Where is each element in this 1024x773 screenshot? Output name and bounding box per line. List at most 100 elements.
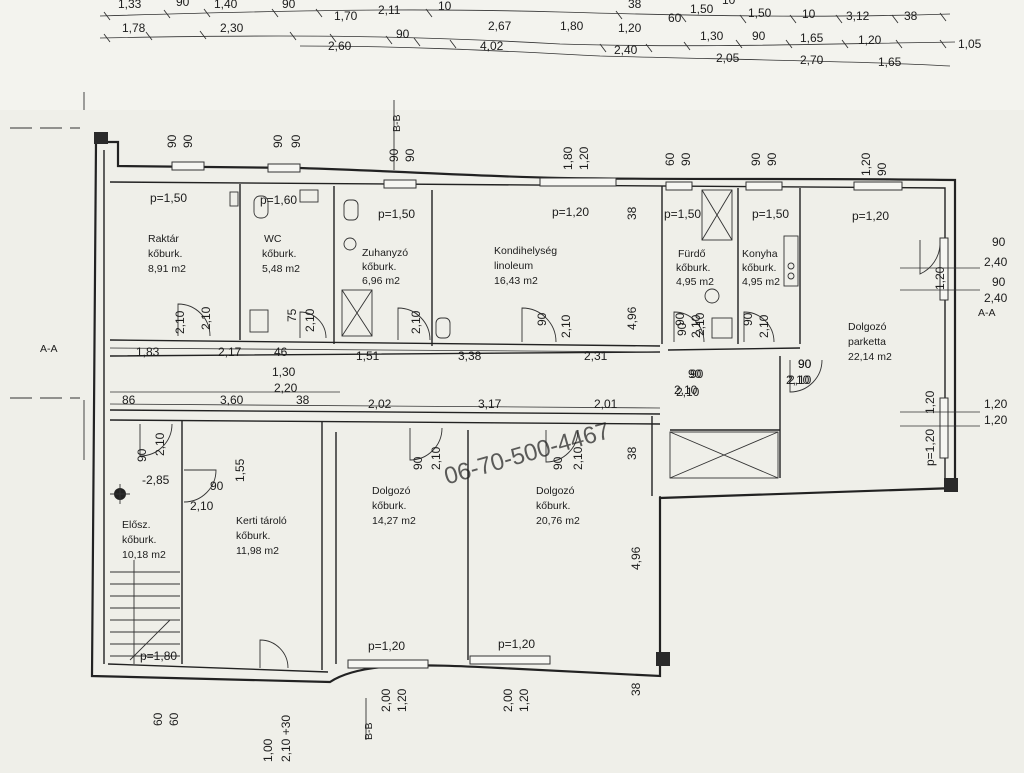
right-dims: 90 2,40 90 2,40 1,20 1,20 — [900, 235, 1008, 427]
dim-text: 1,55 — [233, 458, 247, 482]
toilet-zuhanyzo — [343, 199, 359, 221]
room-area-dolgozo-1: 14,27 m2 — [372, 515, 416, 527]
room-floor-dolgozo-parketta: parketta — [848, 336, 886, 348]
dim-text: 2,10 — [153, 432, 167, 456]
dim-text: 90 — [551, 456, 565, 470]
room-floor-kondi: linoleum — [494, 260, 533, 272]
dim-text: 90 — [688, 367, 702, 381]
room-name-dolgozo-parketta: Dolgozó — [848, 321, 887, 333]
door-dolgozo-2 — [545, 429, 579, 463]
dim-text: 90 — [690, 367, 704, 381]
toilet-wc — [253, 195, 269, 219]
room-name-dolgozo-1: Dolgozó — [372, 485, 411, 497]
dim-text: 2,10 +30 — [279, 715, 293, 762]
dim-line-row2 — [99, 35, 956, 47]
dim-text: 38 — [625, 446, 639, 460]
section-label-bb-bottom: B-B — [363, 722, 375, 740]
dim-text: 2,20 — [274, 381, 298, 395]
door-raktar — [177, 303, 211, 337]
dim-text: 90 — [411, 456, 425, 470]
stove-ring — [787, 272, 795, 280]
dim-text: 1,50 — [748, 6, 772, 20]
window — [745, 181, 783, 191]
dim-text: 1,65 — [878, 55, 902, 69]
window — [347, 659, 429, 669]
section-label-aa-left: A-A — [40, 343, 58, 355]
dim-text: 90 — [798, 357, 812, 371]
dim-text: 90 — [396, 27, 410, 41]
dim-text: 1,83 — [136, 345, 160, 359]
door-dims: 2,10 75 2,10 2,10 90 2,10 90 2,10 90 2,1… — [135, 266, 947, 482]
distribution-box-cross — [110, 484, 130, 504]
top-dim-ticks — [103, 8, 947, 53]
fixtures — [110, 189, 799, 664]
dim-text: 10 — [802, 7, 816, 21]
dim-text: 46 — [274, 345, 288, 359]
dim-text: 90 — [181, 134, 195, 148]
dim-text: 90 — [271, 134, 285, 148]
room-floor-zuhanyzo: kőburk. — [362, 261, 396, 273]
parapet-label: p=1,50 — [378, 207, 415, 221]
dim-text: 90 — [765, 152, 779, 166]
dim-text: 4,02 — [480, 39, 504, 53]
window — [383, 179, 417, 189]
parapet-label: p=1,50 — [664, 207, 701, 221]
dim-text: 90 — [135, 448, 149, 462]
wall-dims: 38 4,96 38 4,96 38 1,20 — [625, 206, 937, 696]
dim-text: 1,20 — [517, 688, 531, 712]
section-line-left — [10, 127, 80, 399]
room-name-dolgozo-2: Dolgozó — [536, 485, 575, 497]
dim-text: 3,60 — [220, 393, 244, 407]
kitchen-counter — [783, 235, 799, 287]
stair-void — [669, 431, 779, 479]
dim-text: 1,40 — [214, 0, 238, 11]
dim-text: 90 — [749, 152, 763, 166]
dim-text: 2,00 — [501, 688, 515, 712]
parapet-label: p=1,20 — [852, 209, 889, 223]
dim-text: 10 — [722, 0, 736, 7]
room-area-kondi: 16,43 m2 — [494, 275, 538, 287]
room-floor-furdo: kőburk. — [676, 262, 710, 274]
room-area-furdo: 4,95 m2 — [676, 276, 714, 288]
top-dim-texts-row1: 1,33 90 1,40 90 1,70 2,11 10 38 1,50 10 … — [118, 0, 918, 23]
shower-cross — [341, 289, 373, 337]
parapet-labels: p=1,50 p=1,60 p=1,50 p=1,20 p=1,50 p=1,5… — [140, 191, 937, 663]
top-dimension-chains — [99, 9, 956, 67]
dim-text: 90 — [289, 134, 303, 148]
dim-text: 2,70 — [800, 53, 824, 67]
room-floor-raktar: kőburk. — [148, 248, 182, 260]
dim-text: 2,10 — [693, 312, 707, 336]
section-line-bb — [365, 100, 395, 740]
door-wc — [299, 311, 327, 339]
dim-text: 2,10 — [674, 383, 698, 397]
dim-text: 2,00 — [379, 688, 393, 712]
room-name-wc: WC — [264, 233, 282, 245]
shower-tray — [341, 289, 373, 337]
corner-post — [944, 478, 958, 492]
dim-text: 86 — [122, 393, 136, 407]
dim-text: 90 — [210, 479, 224, 493]
dim-text: 2,10 — [571, 446, 585, 470]
door-eloszoba — [139, 423, 173, 457]
dim-text: 90 — [679, 152, 693, 166]
dim-text: 2,10 — [173, 310, 187, 334]
room-name-furdo: Fürdő — [678, 248, 706, 260]
parapet-label: p=1,20 — [923, 429, 937, 466]
window — [267, 163, 301, 173]
dim-text: 90 — [752, 29, 766, 43]
dim-text: 1,80 — [560, 19, 584, 33]
dim-text: 90 — [741, 312, 755, 326]
dim-text: 1,33 — [118, 0, 142, 11]
dim-text: 1,20 — [984, 413, 1008, 427]
interior-walls — [109, 184, 801, 670]
parapet-label: p=1,50 — [752, 207, 789, 221]
stove-ring — [787, 262, 795, 270]
room-floor-dolgozo-2: kőburk. — [536, 500, 570, 512]
door-entrance — [259, 639, 289, 669]
dim-text: 1,20 — [859, 152, 873, 176]
dim-text: -2,85 — [142, 473, 170, 487]
room-name-konyha: Konyha — [742, 248, 778, 260]
dim-text: 38 — [629, 682, 643, 696]
